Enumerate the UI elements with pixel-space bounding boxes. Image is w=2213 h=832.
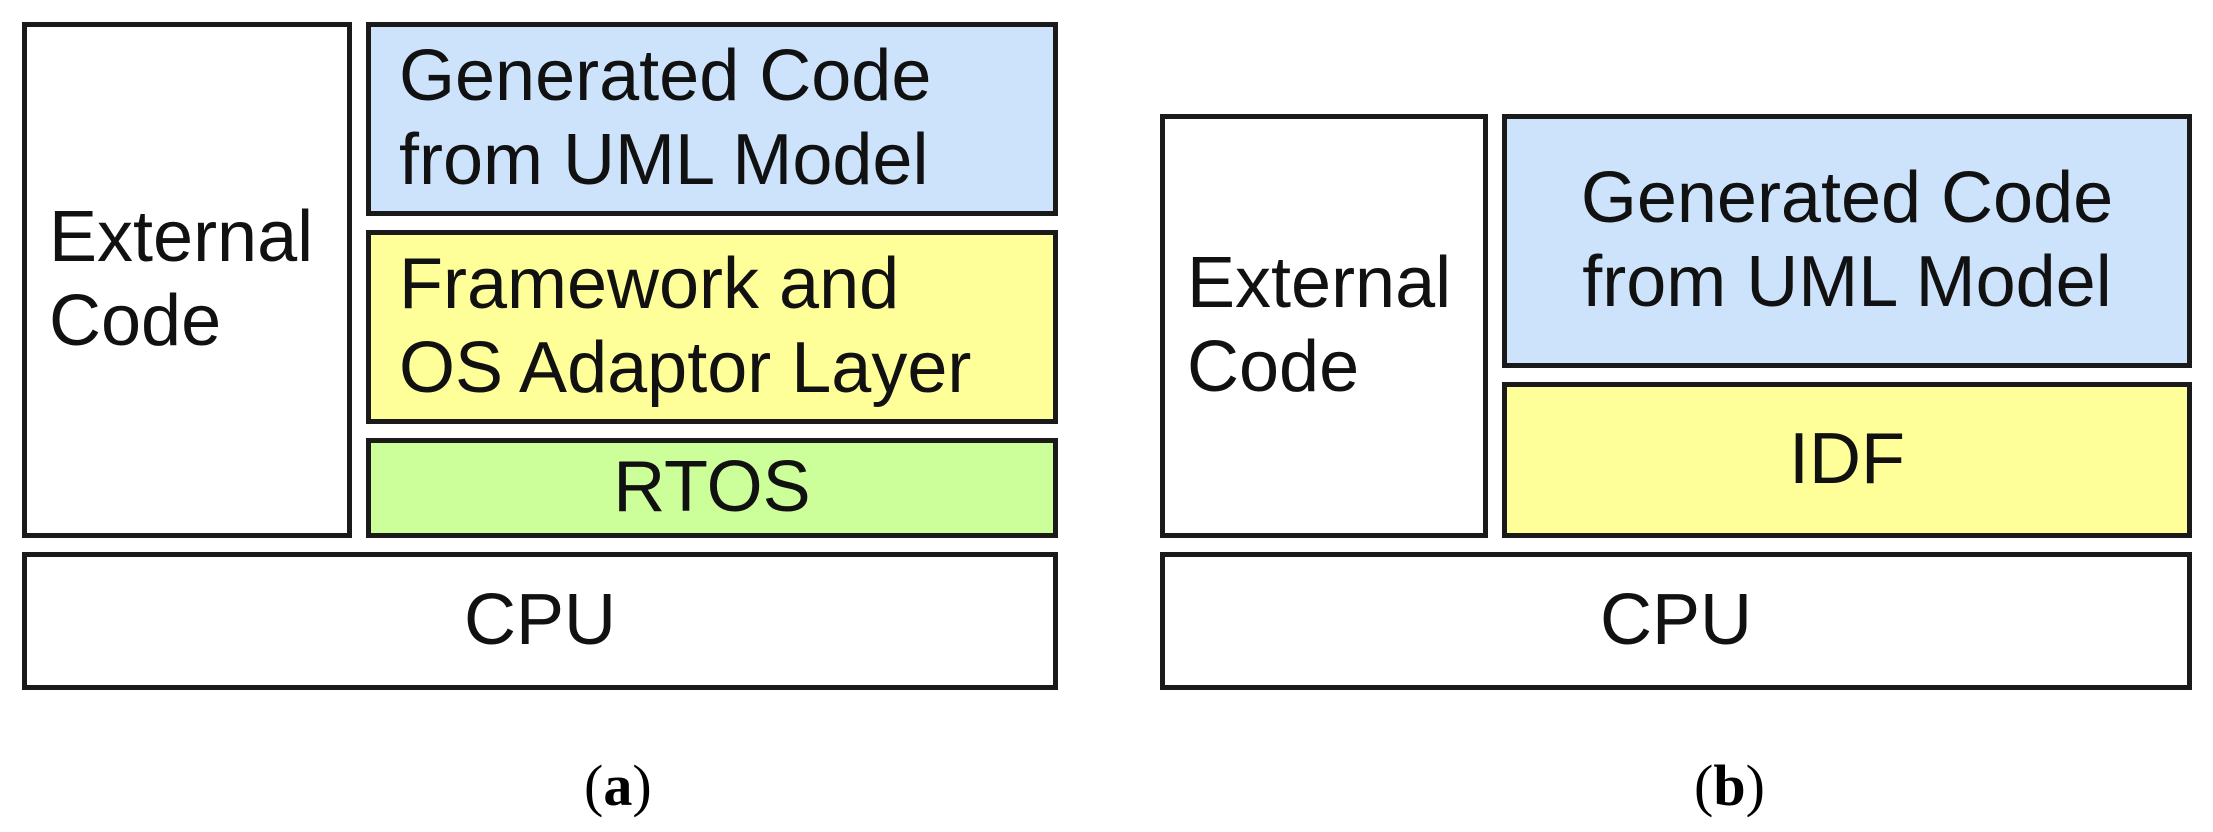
a-framework-layer-block: Framework and OS Adaptor Layer bbox=[366, 230, 1058, 424]
a-framework-line-2: OS Adaptor Layer bbox=[399, 328, 972, 408]
a-framework-line-1: Framework and bbox=[399, 244, 900, 325]
a-rtos-block: RTOS bbox=[366, 438, 1058, 538]
a-cpu-block: CPU bbox=[22, 552, 1058, 690]
a-generated-code-line-1: Generated Code bbox=[399, 36, 932, 117]
caption-a-letter: a bbox=[603, 753, 633, 818]
caption-a: (a) bbox=[584, 752, 652, 819]
b-external-code-block: External Code bbox=[1160, 114, 1488, 538]
a-external-code-line-1: External bbox=[49, 197, 314, 278]
a-external-code-line-2: Code bbox=[49, 281, 222, 361]
b-external-code-line-1: External bbox=[1187, 243, 1452, 324]
b-cpu-label: CPU bbox=[1599, 580, 1752, 661]
caption-b-letter: b bbox=[1713, 753, 1746, 818]
a-rtos-label: RTOS bbox=[613, 447, 811, 528]
caption-b: (b) bbox=[1694, 752, 1765, 819]
b-idf-block: IDF bbox=[1502, 382, 2192, 538]
b-generated-code-line-1: Generated Code bbox=[1580, 158, 2114, 239]
caption-b-close: ) bbox=[1745, 753, 1765, 818]
a-generated-code-block: Generated Code from UML Model bbox=[366, 22, 1058, 216]
caption-a-open: ( bbox=[584, 753, 604, 818]
b-external-code-line-2: Code bbox=[1187, 327, 1360, 407]
caption-a-close: ) bbox=[632, 753, 652, 818]
caption-b-open: ( bbox=[1694, 753, 1714, 818]
a-generated-code-line-2: from UML Model bbox=[399, 120, 929, 200]
b-idf-label: IDF bbox=[1789, 419, 1905, 500]
a-cpu-label: CPU bbox=[463, 580, 616, 661]
b-cpu-block: CPU bbox=[1160, 552, 2192, 690]
b-generated-code-line-2: from UML Model bbox=[1582, 242, 2112, 322]
b-generated-code-block: Generated Code from UML Model bbox=[1502, 114, 2192, 368]
a-external-code-block: External Code bbox=[22, 22, 352, 538]
